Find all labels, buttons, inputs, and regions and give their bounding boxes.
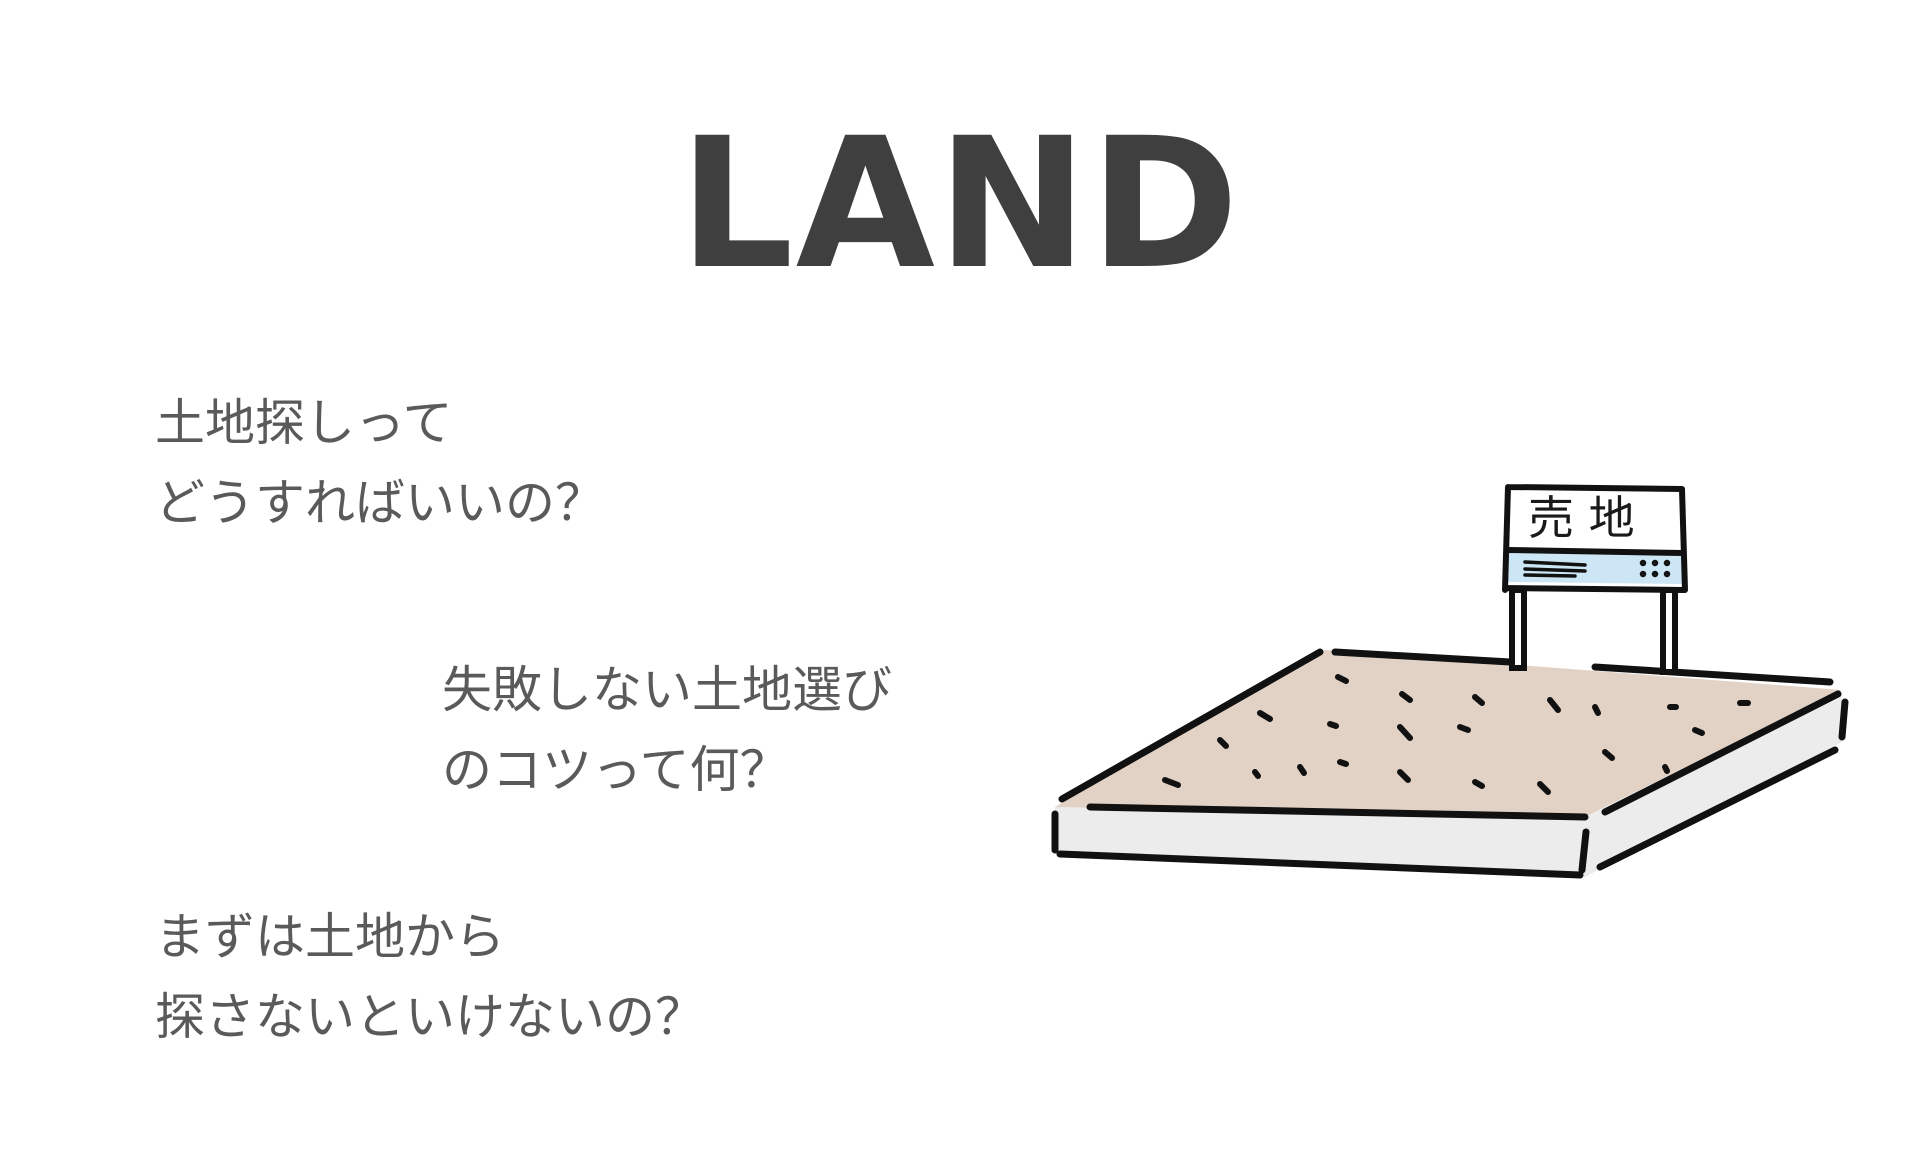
- question-2-line-2: のコツって何？: [442, 741, 790, 799]
- for-sale-sign: 売 地: [1502, 484, 1688, 675]
- land-slab: [1051, 648, 1849, 879]
- soil-specks: [1162, 674, 1751, 795]
- question-3-line-2: 探さないといけないの？: [155, 988, 705, 1046]
- question-1-line-1: 土地探しって: [155, 394, 453, 452]
- slab-right-vertical-edge: [1838, 698, 1849, 741]
- slab-bottom-front-edge: [1056, 850, 1584, 879]
- question-block-2: 失敗しない土地選び のコツって何？: [442, 650, 892, 810]
- slab-front-corner-edge: [1578, 828, 1590, 874]
- ground-surface: [1055, 650, 1842, 817]
- sign-board-outline: [1502, 484, 1688, 593]
- slab-top-right-edge: [1601, 690, 1842, 816]
- slab-front-side: [1055, 807, 1585, 877]
- page-title: LAND: [678, 100, 1242, 309]
- slab-right-side: [1585, 697, 1842, 877]
- question-block-1: 土地探しって どうすればいいの？: [155, 383, 605, 543]
- slab-top-back-right-edge: [1331, 648, 1834, 686]
- sign-post-left: [1509, 587, 1527, 671]
- slab-top-front-edge: [1086, 803, 1589, 821]
- sign-info-marks: [1523, 559, 1671, 578]
- question-block-3: まずは土地から 探さないといけないの？: [155, 897, 705, 1057]
- sign-post-right: [1660, 587, 1678, 675]
- question-1-line-2: どうすればいいの？: [155, 474, 605, 532]
- question-3-line-1: まずは土地から: [155, 908, 505, 966]
- slab-bottom-right-edge: [1596, 746, 1839, 871]
- sign-label: 売 地: [1528, 491, 1635, 545]
- slab-top-back-left-edge: [1058, 648, 1324, 803]
- land-for-sale-illustration: 売 地: [1051, 484, 1849, 879]
- question-2-line-1: 失敗しない土地選び: [442, 661, 892, 719]
- sign-band-top-line: [1505, 547, 1685, 556]
